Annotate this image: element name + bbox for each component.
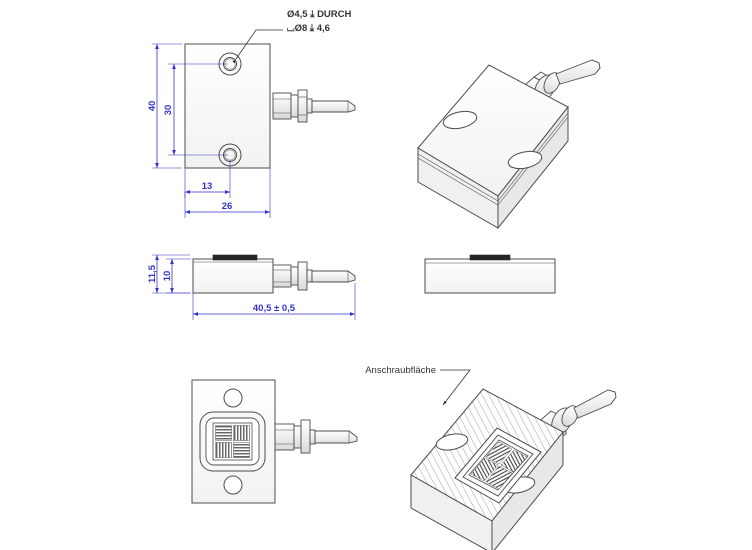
cable-bottom <box>314 430 358 444</box>
dim-label-height: 40 <box>147 101 158 112</box>
sensing-element-grid <box>215 425 250 458</box>
hole-note-line2: ⌴Ø8 ⤓ 4,6 <box>287 23 330 34</box>
side-sensing-pad <box>212 254 258 261</box>
side-plain-pad <box>469 254 511 261</box>
dim-length-405 <box>192 283 356 320</box>
cable-gland-front <box>272 89 313 123</box>
iso-hole-lower <box>507 150 543 170</box>
hole-note-line1: Ø4,5 ⤓ DURCH <box>287 9 352 20</box>
dim-label-offset: 13 <box>202 181 213 192</box>
view-side-mid-left: 11,5 10 40,5 ± 0,5 <box>147 254 356 320</box>
cable-gland-bottom <box>274 419 316 454</box>
hole-note-leader <box>232 29 283 64</box>
view-isometric-bottom-right: Anschraubfläche <box>365 365 617 550</box>
mounting-surface-label: Anschraubfläche <box>365 365 436 376</box>
view-front-top-left: Ø4,5 ⤓ DURCH ⌴Ø8 ⤓ 4,6 40 30 13 <box>147 9 356 218</box>
cable-iso-top <box>555 59 601 85</box>
dim-height-40 <box>152 43 182 169</box>
bottom-hole-upper <box>223 388 243 408</box>
dim-width-26 <box>184 168 271 218</box>
side-body-outline <box>192 258 274 294</box>
iso-right-face <box>497 105 569 230</box>
side-plain-outline <box>424 258 556 294</box>
mounting-surface-leader <box>440 369 471 406</box>
iso-bottom-hole-upper <box>435 433 469 451</box>
dim-label-width: 26 <box>222 201 233 212</box>
front-body-outline <box>184 43 271 169</box>
view-bottom-left <box>191 379 358 504</box>
bottom-hole-lower <box>223 475 243 495</box>
view-side-mid-right <box>424 254 556 294</box>
dim-thickness-10 <box>166 258 191 294</box>
dim-label-thickness-body: 10 <box>162 271 173 282</box>
cable-side <box>311 270 356 283</box>
dim-label-spacing: 30 <box>163 105 174 116</box>
dim-spacing-30 <box>168 63 228 156</box>
cable-iso-bottom <box>573 389 617 419</box>
iso-bottom-left-face <box>410 474 493 550</box>
cable-front <box>311 100 356 113</box>
view-isometric-top-right <box>417 59 601 230</box>
iso-bottom-right-face <box>491 430 564 550</box>
iso-hole-upper <box>442 110 478 130</box>
dim-label-length: 40,5 ± 0,5 <box>253 303 296 314</box>
iso-sensing-element-grid <box>470 441 528 490</box>
dim-label-thickness-overall: 11,5 <box>147 264 158 283</box>
